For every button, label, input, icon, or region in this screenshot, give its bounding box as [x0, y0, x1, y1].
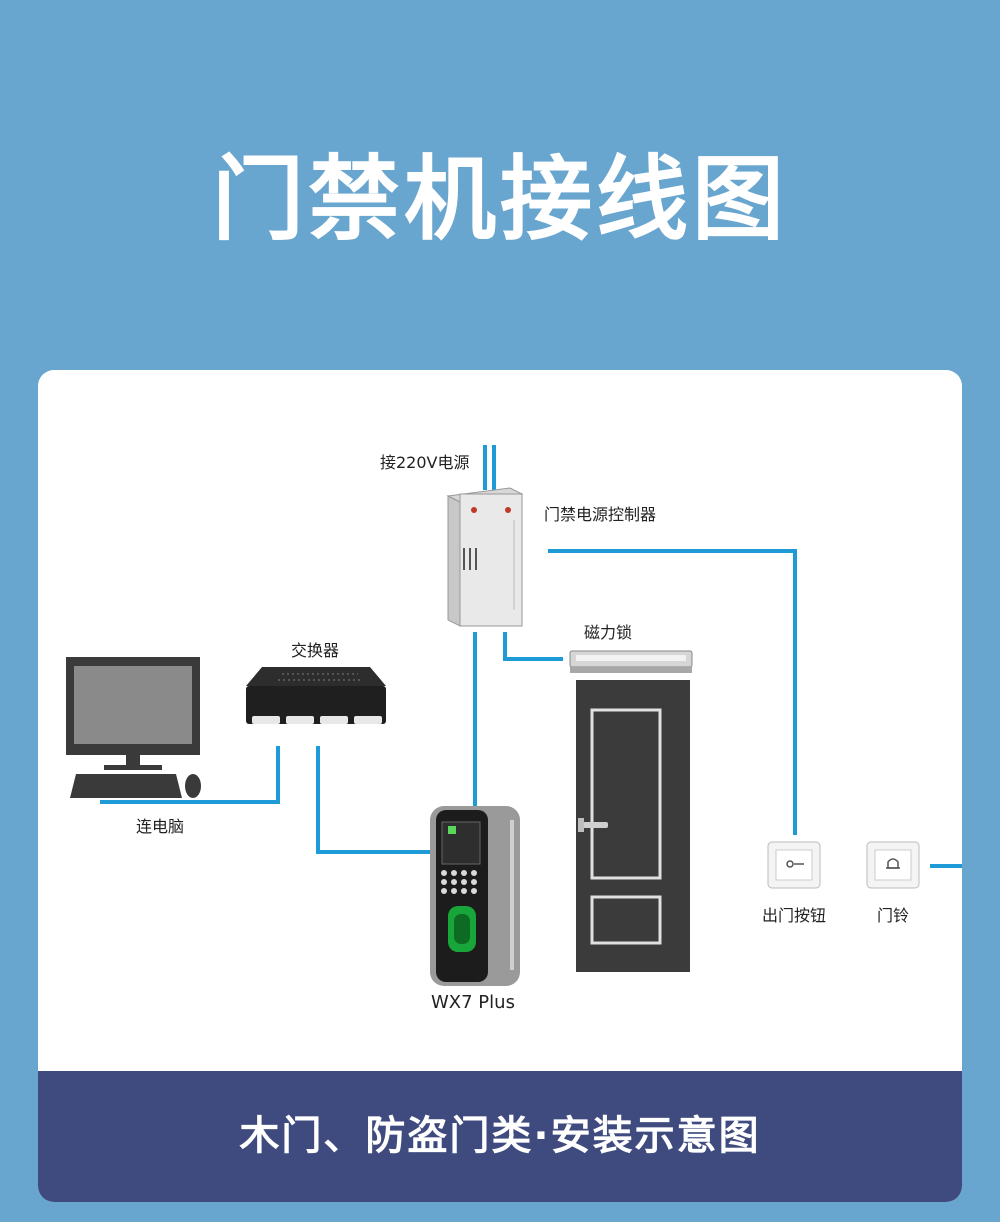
wires — [100, 445, 962, 868]
doorbell-label: 门铃 — [877, 906, 909, 925]
reader-model-label: WX7 Plus — [431, 992, 515, 1013]
footer-banner: 木门、防盗门类·安装示意图 — [38, 1071, 962, 1202]
computer-label: 连电脑 — [136, 817, 184, 836]
exit-button-device — [767, 841, 821, 889]
diagram-card: 接220V电源 门禁电源控制器 交换器 磁力锁 连电脑 WX7 Plus 出门按… — [38, 370, 962, 1202]
network-switch — [246, 667, 386, 724]
controller-to-lock-wire — [503, 632, 563, 661]
wiring-diagram: 接220V电源 门禁电源控制器 交换器 磁力锁 连电脑 WX7 Plus 出门按… — [66, 445, 962, 1013]
magnetic-lock-device — [569, 650, 693, 673]
switch-label: 交换器 — [291, 641, 339, 660]
magnetic-lock-label: 磁力锁 — [584, 623, 632, 642]
switch-to-reader-wire — [316, 746, 430, 854]
power-controller-label: 门禁电源控制器 — [544, 505, 656, 524]
computer-to-switch-wire — [100, 746, 280, 804]
exit-button-label: 出门按钮 — [762, 906, 826, 925]
power-input-label: 接220V电源 — [380, 453, 470, 472]
page-title: 门禁机接线图 — [211, 146, 788, 253]
power-controller-box — [446, 487, 524, 627]
controller-to-exit-button-wire — [548, 549, 797, 835]
computer — [66, 657, 201, 798]
fingerprint-reader — [430, 806, 520, 986]
door — [576, 680, 690, 972]
doorbell-device — [866, 841, 920, 889]
